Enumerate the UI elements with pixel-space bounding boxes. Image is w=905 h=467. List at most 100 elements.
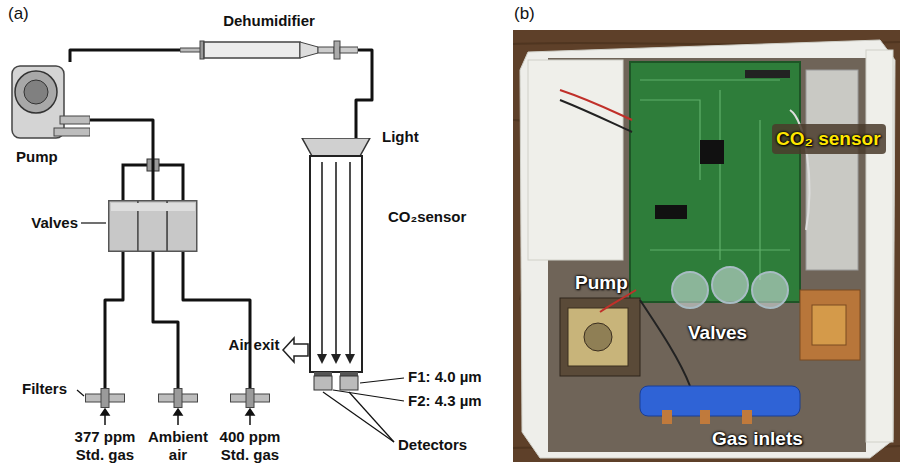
photo-label: Valves xyxy=(688,322,747,344)
filter-symbol xyxy=(158,388,198,408)
photo-label: Pump xyxy=(575,272,628,294)
valve-bodies xyxy=(672,267,788,308)
pump-symbol xyxy=(12,66,64,138)
dehumidifier: Dehumidifier xyxy=(180,38,358,62)
syringe-symbol xyxy=(180,38,358,62)
leader-line xyxy=(360,378,404,383)
sensor-symbol xyxy=(345,354,355,364)
leader-line xyxy=(81,222,106,223)
header xyxy=(745,70,790,78)
gas-tube xyxy=(153,252,178,388)
arrow-head xyxy=(246,409,254,415)
pump-head xyxy=(584,323,612,351)
syringe-symbol xyxy=(334,41,340,59)
sensor-symbol xyxy=(314,372,332,376)
pump-symbol xyxy=(60,116,90,124)
chip xyxy=(700,140,724,164)
photo-label: CO₂ sensor xyxy=(776,128,881,150)
photo xyxy=(513,30,900,462)
filter-symbol xyxy=(85,388,125,408)
pump: Pump xyxy=(10,62,90,142)
part-label: Air exit xyxy=(228,336,280,354)
filter-symbol xyxy=(246,389,254,408)
sensor-symbol xyxy=(321,162,323,356)
arrow-head xyxy=(101,409,109,415)
leader-line xyxy=(349,392,394,442)
sensor-symbol xyxy=(349,162,351,356)
wire xyxy=(640,300,690,386)
pump-body xyxy=(568,308,628,366)
sensor-symbol xyxy=(314,376,332,390)
filter-label: F2: 4.3 µm xyxy=(408,392,482,410)
co2-sensor: CO₂sensor xyxy=(300,138,372,392)
part-label: Filters xyxy=(22,380,67,398)
gas-tube xyxy=(90,120,153,200)
pump-symbol xyxy=(54,128,90,136)
photo-label: Gas inlets xyxy=(712,428,803,450)
syringe-symbol xyxy=(318,47,334,53)
panel-letter: (a) xyxy=(8,4,29,24)
syringe-symbol xyxy=(340,47,358,53)
sensor-symbol xyxy=(335,162,337,356)
arrow-head xyxy=(174,409,182,415)
filter-symbol xyxy=(101,389,109,408)
filter-symbol xyxy=(174,389,182,408)
sensor-part xyxy=(812,305,846,345)
foam-block xyxy=(528,60,623,260)
sensor-symbol xyxy=(340,376,358,390)
foam-box xyxy=(520,40,895,458)
label-shadow xyxy=(772,124,886,154)
board-traces xyxy=(640,80,790,280)
syringe-symbol xyxy=(300,42,318,58)
valve-symbol xyxy=(108,200,198,252)
node-label: 400 ppm Std. gas xyxy=(217,428,283,464)
leader-line xyxy=(77,390,84,396)
wire xyxy=(600,290,636,312)
gas-tube xyxy=(183,252,250,388)
sensor-symbol xyxy=(340,372,358,376)
gas-tube xyxy=(70,50,180,62)
panel-letter: (b) xyxy=(514,4,535,24)
gas-filter: 400 ppm Std. gas xyxy=(230,388,270,408)
node-label: Dehumidifier xyxy=(223,12,315,30)
valve-symbol xyxy=(111,203,195,211)
pump-frame xyxy=(560,298,640,376)
sensor-symbol xyxy=(331,354,341,364)
valve xyxy=(712,267,748,303)
sensor-symbol xyxy=(300,138,372,392)
sensor-foil xyxy=(806,70,858,270)
filter-label: F1: 4.0 µm xyxy=(408,368,482,386)
foam-wall xyxy=(866,50,893,442)
inlet-fitting xyxy=(662,410,672,424)
node-label: Ambient air xyxy=(145,428,211,464)
chip xyxy=(655,205,687,219)
pump-symbol xyxy=(10,62,90,142)
valve xyxy=(752,272,788,308)
air-exit-arrow xyxy=(283,338,308,362)
syringe-symbol xyxy=(180,48,202,52)
wood-ground xyxy=(513,30,900,462)
node-label: 377 ppm Std. gas xyxy=(72,428,138,464)
leader-line xyxy=(333,390,404,401)
wire xyxy=(560,100,632,132)
sensor-block xyxy=(800,290,860,360)
part-label: Detectors xyxy=(398,436,467,454)
gas-filter: Ambient air xyxy=(158,388,198,408)
pump-symbol xyxy=(24,80,48,104)
sensor-symbol xyxy=(317,354,327,364)
part-label: Light xyxy=(382,128,419,146)
sensor-symbol xyxy=(302,138,370,156)
valve-block: Valves xyxy=(108,200,198,252)
inlet-fitting xyxy=(700,410,710,424)
gas-tube xyxy=(356,50,372,138)
leader-line xyxy=(323,392,394,442)
inlet-fitting xyxy=(742,410,752,424)
node-label: Pump xyxy=(16,148,58,166)
syringe-symbol xyxy=(204,42,300,58)
node-label: Valves xyxy=(31,214,78,232)
sensor-symbol xyxy=(310,156,362,372)
pump-symbol xyxy=(15,71,57,113)
trace xyxy=(640,80,790,280)
gas-tube xyxy=(105,252,123,388)
